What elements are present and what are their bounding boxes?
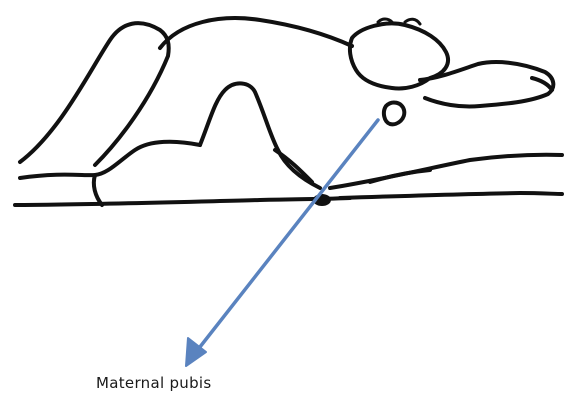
- hand-outline: [532, 78, 552, 90]
- chest-outline: [330, 155, 562, 188]
- knee-outline: [94, 175, 102, 205]
- partner-arm-outline: [370, 170, 430, 182]
- caption-label: Maternal pubis: [96, 374, 212, 392]
- torso-outline: [160, 18, 352, 48]
- body-lower-outline: [340, 193, 562, 198]
- arm-outline: [420, 62, 553, 106]
- bed-line: [15, 198, 350, 205]
- ear-outline: [384, 103, 404, 125]
- inner-thigh-outline: [275, 150, 312, 182]
